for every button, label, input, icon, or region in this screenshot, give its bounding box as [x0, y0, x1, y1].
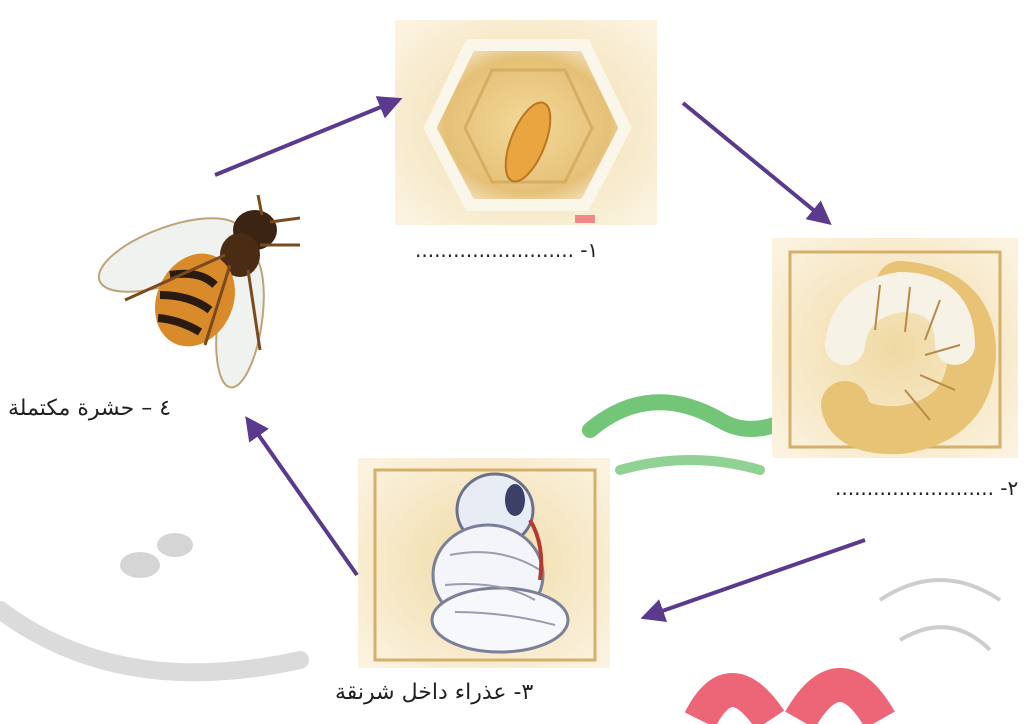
larva-illustration: [772, 238, 1018, 458]
arrow-larva-to-pupa: [645, 540, 865, 617]
stage-2-label: ٢- .........................: [835, 476, 1018, 500]
stage-4-label: ٤ – حشرة مكتملة: [8, 396, 171, 421]
adult-bee-illustration: [90, 195, 300, 390]
arrow-adult-to-egg: [215, 100, 398, 175]
arrow-egg-to-larva: [683, 103, 828, 222]
egg-illustration: [395, 20, 657, 225]
stage-1-label: ١- .........................: [415, 238, 598, 262]
pupa-illustration: [358, 458, 610, 668]
stage-3-label: ٣- عذراء داخل شرنقة: [335, 680, 533, 705]
arrow-pupa-to-adult: [248, 420, 357, 575]
